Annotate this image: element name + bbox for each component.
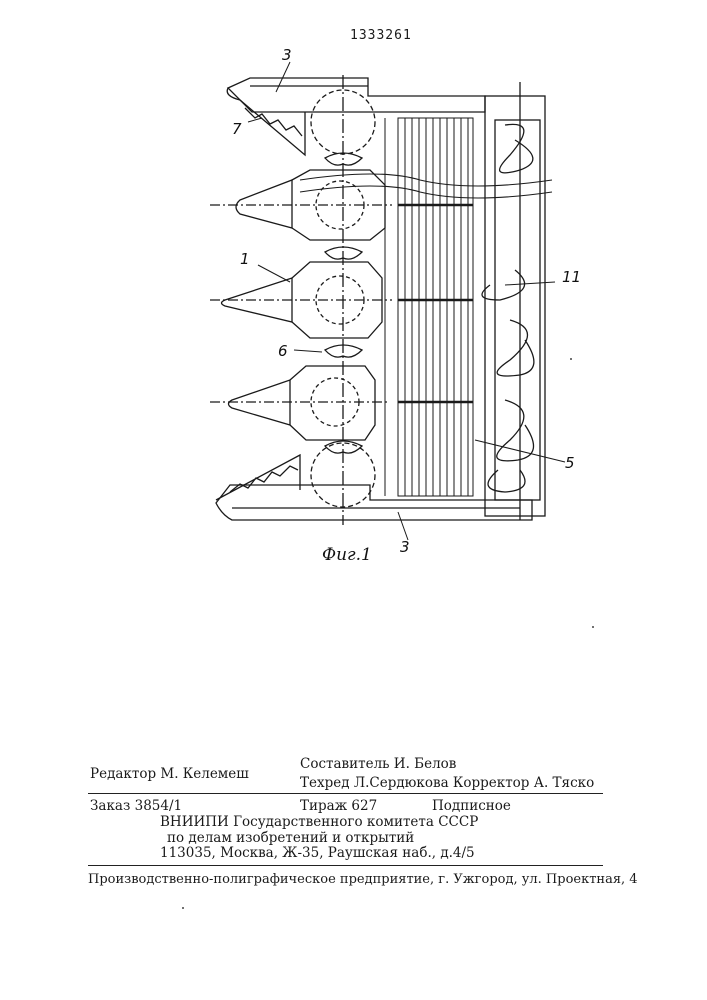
auger-flights: [482, 124, 534, 492]
figure-caption: Фиг.1: [322, 545, 372, 565]
bottom-divider: [216, 455, 300, 500]
ref-label-1: 1: [240, 250, 250, 268]
speck: [182, 907, 184, 909]
top-divider-7: [240, 100, 305, 155]
subscription: Подписное: [432, 798, 511, 814]
techred-corrector-line: Техред Л.Сердюкова Корректор А. Тяско: [300, 775, 594, 791]
address-line: 113035, Москва, Ж-35, Раушская наб., д.4…: [160, 845, 475, 861]
speck: [592, 626, 594, 628]
speck: [570, 358, 572, 360]
technical-drawing-fig1: 3 7 1 6 11 5 3 Фиг.1: [0, 0, 707, 600]
ref-label-7: 7: [232, 120, 242, 138]
ref-label-11: 11: [562, 268, 581, 286]
editor-line: Редактор М. Келемеш: [90, 766, 249, 782]
top-frame-bar: [227, 78, 485, 112]
order-number: Заказ 3854/1: [90, 798, 182, 814]
ref-label-5: 5: [565, 454, 575, 472]
institute-line-2: по делам изобретений и открытий: [167, 830, 414, 846]
row-unit-3: [210, 366, 388, 440]
compiler-line: Составитель И. Белов: [300, 756, 456, 772]
ref-label-3-top: 3: [282, 46, 292, 64]
row-unit-2: [210, 262, 392, 338]
rule-top: [88, 793, 603, 794]
circulation: Тираж 627: [300, 798, 377, 814]
ref-label-3-bottom: 3: [400, 538, 410, 556]
right-frame: [485, 82, 545, 520]
conveyor-slats: [385, 118, 473, 496]
ref-label-6: 6: [278, 342, 288, 360]
institute-line-1: ВНИИПИ Государственного комитета СССР: [160, 814, 478, 830]
row-unit-1: [210, 170, 392, 240]
printer-line: Производственно-полиграфическое предприя…: [88, 872, 638, 887]
rule-bottom: [88, 865, 603, 866]
